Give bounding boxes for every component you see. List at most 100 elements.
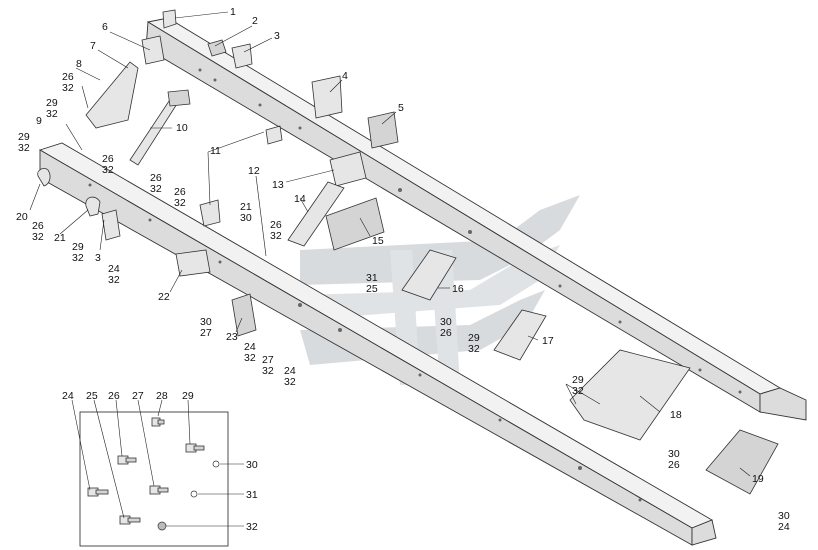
part-13-crossmember [329,151,367,187]
part-1-bracket [162,9,177,29]
pair-26-32-f-bottom: 32 [270,230,282,242]
part-21-bracket [85,196,101,217]
rail-holes-left [88,183,642,502]
pair-29-32-e-bottom: 32 [572,385,584,397]
label-23: 23 [226,331,238,343]
bolt-26-icon [117,455,137,465]
pair-26-32-e-bottom: 32 [174,197,186,209]
label-7: 7 [90,40,96,52]
pair-31-25-top: 31 [366,272,378,284]
fastener-label-27: 27 [132,390,144,402]
pair-24-32-c-top: 24 [284,365,296,377]
bolt-24-icon [87,487,109,497]
fastener-label-31: 31 [246,489,258,501]
label-1: 1 [230,6,236,18]
fastener-label-26: 26 [108,390,120,402]
part-11-small-bracket-b [199,199,221,227]
fastener-label-30: 30 [246,459,258,471]
inset-frame [79,411,229,547]
pair-27-32-top: 27 [262,354,274,366]
label-13: 13 [272,179,284,191]
part-16-crossmember [401,249,457,301]
pair-26-32-c-bottom: 32 [150,183,162,195]
pair-26-32-b-bottom: 32 [102,164,114,176]
callout-labels: 1 2 3 4 5 6 7 8 9 10 11 12 13 14 15 16 1… [16,6,790,533]
part-3-lower-mount [101,209,121,241]
rail-holes-right [198,68,742,394]
pair-30-26-b-top: 30 [668,448,680,460]
label-20: 20 [16,211,28,223]
bolt-29-icon [185,443,205,453]
pair-26-32-d-bottom: 32 [32,231,44,243]
label-8: 8 [76,58,82,70]
part-5-bracket [367,111,399,149]
fastener-label-24: 24 [62,390,74,402]
pair-24-32-a-bottom: 32 [108,274,120,286]
fastener-inset [71,399,244,547]
pair-29-32-c-bottom: 32 [72,252,84,264]
right-frame-rail [145,17,807,421]
part-14-channel [287,181,345,247]
pair-26-32-f-top: 26 [270,219,282,231]
fastener-labels: 24 25 26 27 28 29 30 31 32 [62,390,258,533]
pair-26-32-d-top: 26 [32,220,44,232]
label-10: 10 [176,122,188,134]
part-2-bracket [207,39,227,57]
pair-29-32-d-bottom: 32 [468,343,480,355]
part-3-mount [231,43,253,69]
pair-24-32-b-top: 24 [244,341,256,353]
label-3: 3 [274,30,280,42]
pair-26-32-e-top: 26 [174,186,186,198]
label-14: 14 [294,193,306,205]
pair-29-32-c-top: 29 [72,241,84,253]
pair-30-27-bottom: 27 [200,327,212,339]
part-22-plate [175,249,211,277]
label-6: 6 [102,21,108,33]
part-4-plate [311,75,343,119]
label-21: 21 [54,232,66,244]
part-19-rear-crossmember [705,429,779,495]
nut-32-icon [157,521,167,531]
pair-24-32-b-bottom: 32 [244,352,256,364]
pair-26-32-a-top: 26 [62,71,74,83]
pair-30-26-a-top: 30 [440,316,452,328]
leader-lines [29,11,751,477]
pair-29-32-a-bottom: 32 [46,108,58,120]
part-18-crossmember [569,349,691,441]
pair-21-30-top: 21 [240,201,252,213]
pair-30-27-top: 30 [200,316,212,328]
label-5: 5 [398,102,404,114]
part-7-gusset [85,61,139,129]
pair-26-32-c-top: 26 [150,172,162,184]
label-17: 17 [542,335,554,347]
label-2: 2 [252,15,258,27]
label-18: 18 [670,409,682,421]
pair-30-26-b-bottom: 26 [668,459,680,471]
washer-30-icon [212,460,220,468]
part-6-end-bracket [141,35,165,65]
pair-29-32-e-top: 29 [572,374,584,386]
pair-29-32-a-top: 29 [46,97,58,109]
bolt-27-icon [149,485,169,495]
label-11: 11 [210,145,221,157]
part-20-plug [37,168,51,187]
pair-26-32-a-bottom: 32 [62,82,74,94]
pair-21-30-bottom: 30 [240,212,252,224]
pair-27-32-bottom: 32 [262,365,274,377]
pair-30-24-bottom: 24 [778,521,790,533]
pair-26-32-b-top: 26 [102,153,114,165]
part-11-small-bracket-a [265,125,283,145]
pair-29-32-d-top: 29 [468,332,480,344]
pair-30-24-top: 30 [778,510,790,522]
part-17-crossmember [493,309,547,361]
fastener-label-28: 28 [156,390,168,402]
pair-31-25-bottom: 25 [366,283,378,295]
pair-29-32-b-top: 29 [18,131,30,143]
pair-24-32-a-top: 24 [108,263,120,275]
pair-30-26-a-bottom: 26 [440,327,452,339]
washer-31-icon [190,490,198,498]
bolt-28-icon [151,417,165,427]
label-9: 9 [36,115,42,127]
fastener-label-29: 29 [182,390,194,402]
